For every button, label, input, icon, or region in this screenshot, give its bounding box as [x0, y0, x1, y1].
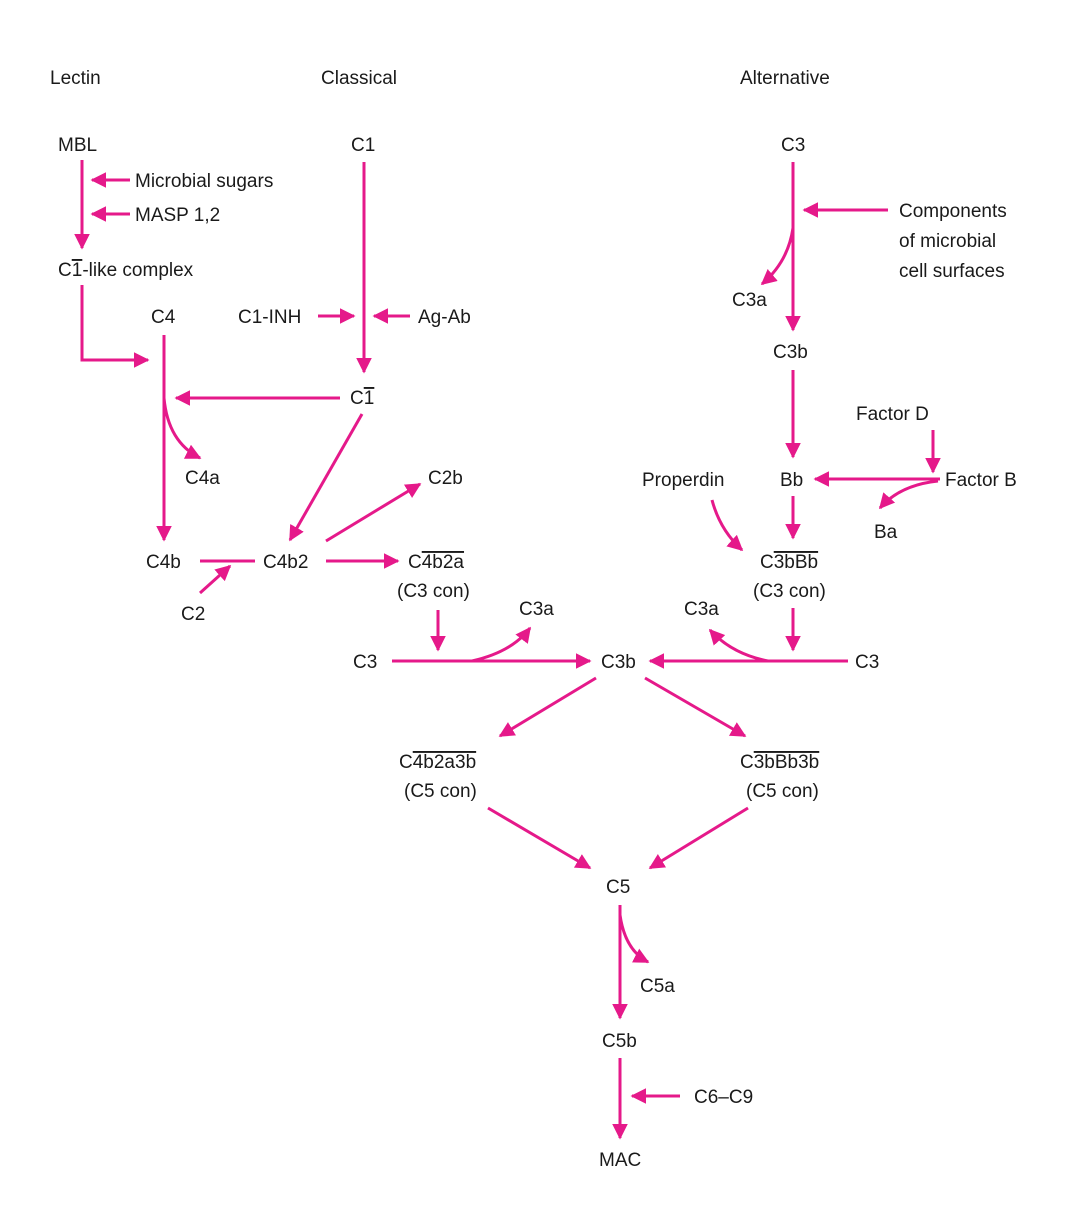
label-components-2: of microbial [899, 231, 996, 252]
node-c5: C5 [606, 877, 630, 898]
c3-con-alt-prefix: C [760, 552, 774, 573]
c5-con-right-prefix: C [740, 752, 754, 773]
label-components-1: Components [899, 201, 1007, 222]
node-c4a: C4a [185, 468, 220, 489]
node-c2: C2 [181, 604, 205, 625]
label-microbial-sugars: Microbial sugars [135, 171, 273, 192]
header-alternative: Alternative [740, 68, 830, 89]
label-ag-ab: Ag-Ab [418, 307, 471, 328]
node-c1-like-complex: C1-like complex [58, 260, 194, 281]
c5-con-left-prefix: C [399, 752, 413, 773]
label-masp: MASP 1,2 [135, 205, 220, 226]
node-c3b-common: C3b [601, 652, 636, 673]
c5-con-right-bar: 3bBb3b [754, 752, 820, 773]
c1-bar-overline: 1 [364, 388, 375, 409]
node-alt-c3: C3 [781, 135, 805, 156]
node-c3a-left: C3a [519, 599, 554, 620]
arrow-c4-to-c4a [162, 397, 202, 460]
node-c3-convertase-alternative: C3bBb [760, 552, 818, 573]
arrow-factor-b-to-ba [878, 479, 939, 510]
arrow-c5con-right-to-c5 [648, 806, 749, 870]
arrow-c1-like-to-c4 [80, 285, 150, 368]
arrow-layer [74, 160, 941, 1140]
node-c3-right: C3 [855, 652, 879, 673]
node-c5b: C5b [602, 1031, 637, 1052]
c1-like-suffix: -like complex [82, 260, 193, 281]
arrow-c5con-left-to-c5 [487, 806, 592, 870]
node-c5-convertase-right: C3bBb3b [740, 752, 819, 773]
c1-like-prefix: C [58, 260, 72, 281]
c3-con-alt-bar: 3bBb [774, 552, 818, 573]
node-ba: Ba [874, 522, 898, 543]
c1-bar-prefix: C [350, 388, 364, 409]
node-c4b2: C4b2 [263, 552, 308, 573]
node-c4: C4 [151, 307, 176, 328]
label-c6-c9: C6–C9 [694, 1087, 753, 1108]
arrow-c3b-to-c5con-left [498, 676, 597, 738]
node-c4b: C4b [146, 552, 181, 573]
arrow-c5-to-c5a [618, 914, 650, 964]
arrow-c1bar-to-c4b2 [288, 413, 364, 542]
node-c1-bar: C1 [350, 388, 374, 409]
c3-con-classical-prefix: C [408, 552, 422, 573]
c5-con-left-bar: 4b2a3b [413, 752, 476, 773]
label-properdin: Properdin [642, 470, 724, 491]
node-c3a-right: C3a [684, 599, 719, 620]
label-factor-d: Factor D [856, 404, 929, 425]
node-mac: MAC [599, 1150, 641, 1171]
label-factor-b: Factor B [945, 470, 1017, 491]
node-alt-c3a-top: C3a [732, 290, 767, 311]
node-c1: C1 [351, 135, 375, 156]
arrow-c3a-right [708, 628, 769, 663]
node-mbl: MBL [58, 135, 97, 156]
label-c3-con-alternative: (C3 con) [753, 581, 826, 602]
c3-con-classical-bar: 4b2a [422, 552, 465, 573]
label-c5-con-right: (C5 con) [746, 781, 819, 802]
label-c1-inh: C1-INH [238, 307, 301, 328]
arrow-properdin [710, 499, 744, 552]
header-classical: Classical [321, 68, 397, 89]
node-c3-left: C3 [353, 652, 377, 673]
label-components-3: cell surfaces [899, 261, 1005, 282]
node-c2b: C2b [428, 468, 463, 489]
label-c3-con-classical: (C3 con) [397, 581, 470, 602]
label-c5-con-left: (C5 con) [404, 781, 477, 802]
arrow-c4b2-to-c2b [325, 482, 422, 543]
node-c3-convertase-classical: C4b2a [408, 552, 464, 573]
node-alt-c3b-top: C3b [773, 342, 808, 363]
node-c5-convertase-left: C4b2a3b [399, 752, 476, 773]
arrow-alt-c3a-top [760, 227, 795, 286]
arrow-c3b-to-c5con-right [644, 676, 747, 738]
arrow-c3a-left [471, 626, 532, 663]
header-lectin: Lectin [50, 68, 101, 89]
c1-like-bar: 1 [72, 260, 83, 281]
node-c5a: C5a [640, 976, 675, 997]
node-bb: Bb [780, 470, 803, 491]
arrow-c2 [198, 564, 232, 595]
